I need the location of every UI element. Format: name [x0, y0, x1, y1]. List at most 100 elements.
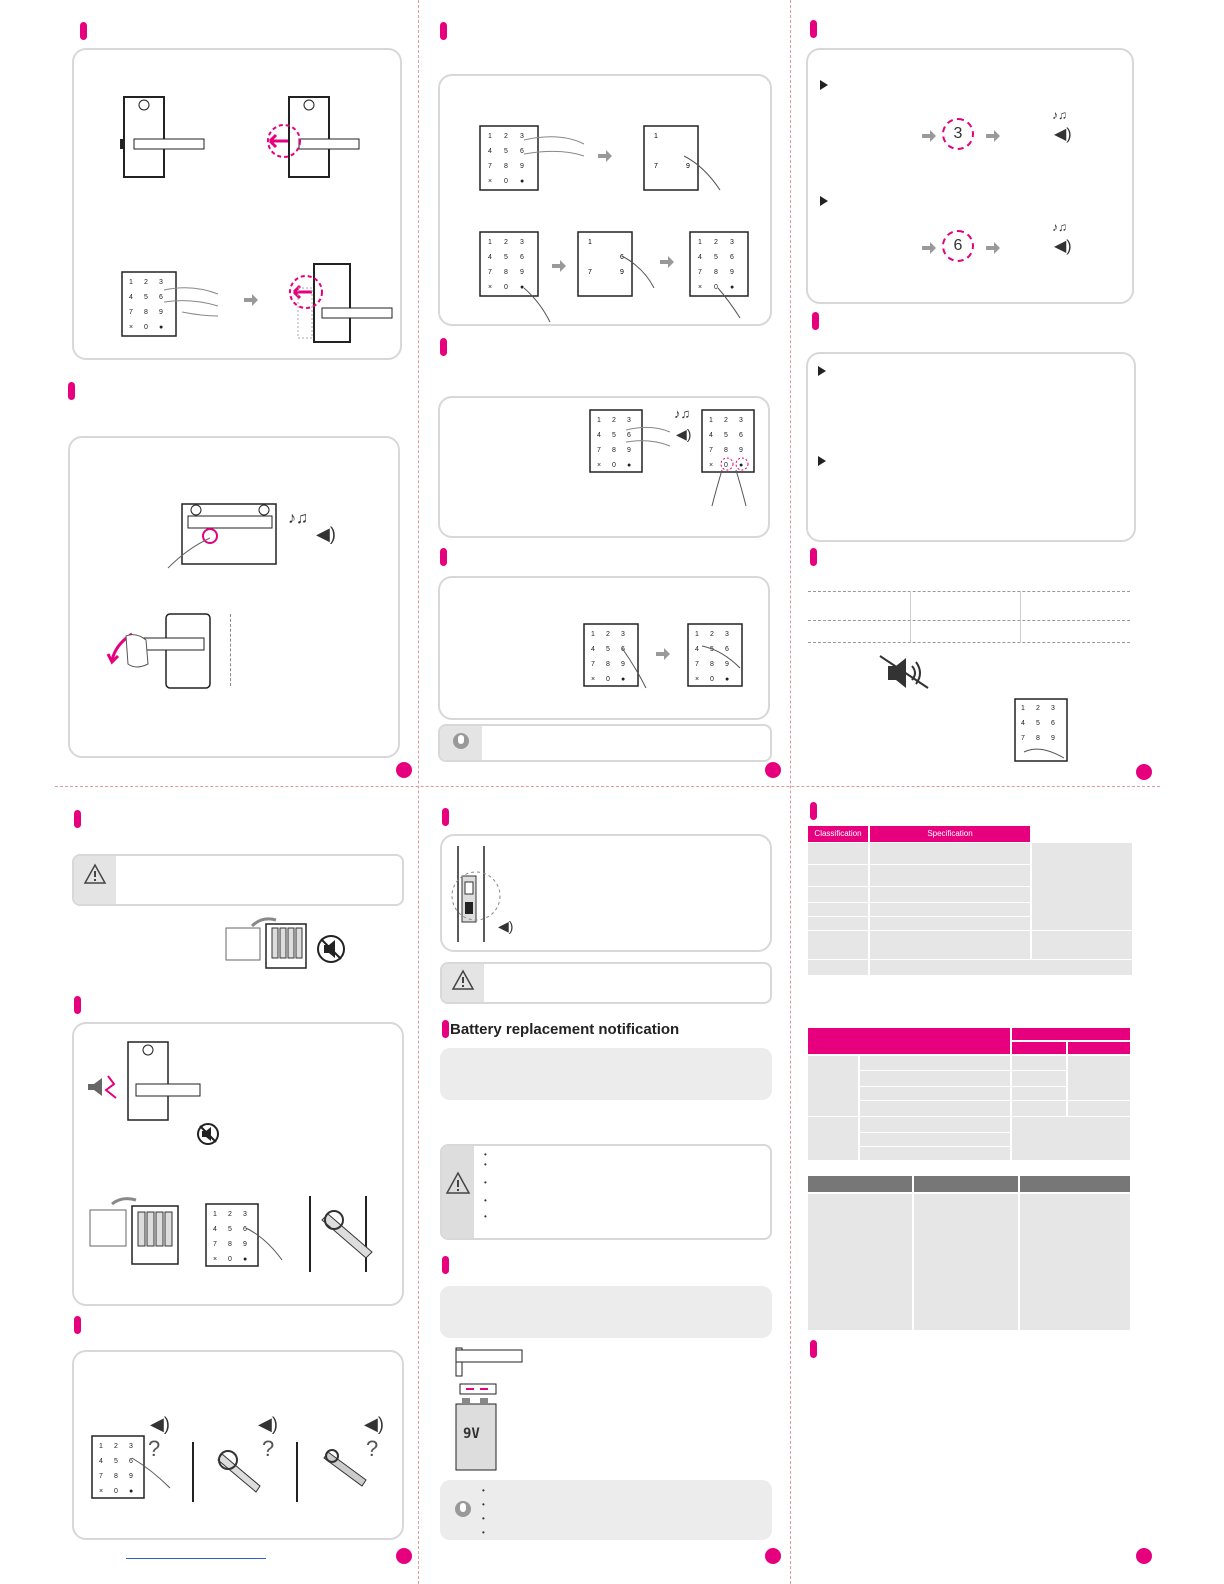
svg-text:9: 9: [243, 1241, 247, 1248]
svg-text:6: 6: [739, 432, 743, 439]
svg-text:9: 9: [520, 269, 524, 276]
section-marker: [440, 338, 447, 356]
website-link-underline[interactable]: [126, 1558, 266, 1559]
speaker-icon: ◀): [498, 918, 514, 934]
svg-text:8: 8: [228, 1241, 232, 1248]
table-row-line: [860, 1132, 1010, 1133]
table2-header-sub: [1012, 1042, 1066, 1054]
svg-text:9: 9: [739, 447, 743, 454]
mute-speaker-icon: [879, 655, 929, 689]
svg-text:8: 8: [724, 447, 728, 454]
section-marker: [440, 548, 447, 566]
svg-text:2: 2: [612, 417, 616, 424]
svg-text:0: 0: [144, 324, 148, 331]
section-marker: [810, 1340, 817, 1358]
svg-text:1: 1: [1021, 705, 1025, 712]
microphone-icon: [453, 733, 469, 749]
svg-text:●: ●: [159, 324, 163, 331]
card-key-question-illustration: [217, 1450, 261, 1493]
svg-text:1: 1: [213, 1211, 217, 1218]
warning-icon: [83, 863, 107, 884]
svg-text:7: 7: [488, 163, 492, 170]
table-column-divider: [868, 843, 870, 975]
svg-text:2: 2: [714, 239, 718, 246]
arrow-icon: [660, 256, 674, 268]
svg-text:5: 5: [714, 254, 718, 261]
key-fob-question-illustration: [323, 1449, 367, 1487]
table-row-line: [860, 1070, 1066, 1071]
table-rule: [808, 620, 1130, 621]
illustration-box: 3 ♪♫ ◀) 6 ♪♫ ◀): [806, 48, 1134, 304]
svg-text:1: 1: [129, 279, 133, 286]
page-number-dot: [765, 1548, 781, 1564]
fold-line-vertical-2: [790, 0, 791, 1584]
note-box: [438, 724, 772, 762]
table3-header: [914, 1176, 1018, 1192]
table-column-divider: [1018, 1194, 1020, 1330]
svg-text:0: 0: [714, 284, 718, 291]
table-header-specification: Specification: [870, 826, 1030, 842]
music-note-icon: ♪♫: [1052, 220, 1067, 234]
table-row-line: [860, 1086, 1066, 1087]
warning-box: • • • • •: [440, 1144, 772, 1240]
latch-sensor-illustration: [451, 846, 501, 942]
table2-body: [808, 1056, 1130, 1160]
speaker-icon: ◀): [364, 1414, 384, 1434]
svg-text:×: ×: [213, 1256, 217, 1263]
table-divider: [1020, 591, 1021, 642]
svg-text:7: 7: [588, 269, 592, 276]
svg-text:6: 6: [243, 1226, 247, 1233]
arrow-icon: [598, 150, 612, 162]
svg-text:0: 0: [228, 1256, 232, 1263]
svg-text:6: 6: [520, 148, 524, 155]
svg-text:9: 9: [1051, 735, 1055, 742]
table-body: [808, 843, 1132, 975]
svg-text:5: 5: [606, 646, 610, 653]
section-marker: [810, 20, 817, 38]
table-divider: [910, 591, 911, 642]
svg-text:0: 0: [504, 178, 508, 185]
svg-text:5: 5: [710, 646, 714, 653]
svg-text:4: 4: [1021, 720, 1025, 727]
count-circle: 3: [942, 118, 974, 150]
svg-text:2: 2: [710, 631, 714, 638]
svg-text:8: 8: [504, 269, 508, 276]
bullet: •: [484, 1160, 487, 1169]
question-mark: ?: [148, 1436, 161, 1461]
warning-box: [440, 962, 772, 1004]
svg-text:2: 2: [504, 133, 508, 140]
handle-rotate-illustration: [106, 613, 211, 689]
table-row-line: [808, 1116, 1130, 1117]
table2-header-group: [1012, 1028, 1130, 1040]
nine-volt-battery-illustration: [455, 1347, 523, 1471]
svg-text:2: 2: [504, 239, 508, 246]
speaker-icon: ◀): [316, 524, 336, 544]
svg-text:3: 3: [1051, 705, 1055, 712]
speaker-icon: ◀): [676, 426, 692, 442]
section-marker: [810, 548, 817, 566]
register-button-illustration: [167, 503, 277, 569]
warning-icon: [445, 1171, 471, 1194]
svg-text:×: ×: [698, 284, 702, 291]
question-mark: ?: [262, 1436, 275, 1461]
svg-text:●: ●: [730, 284, 734, 291]
divider: [192, 1442, 194, 1502]
svg-text:4: 4: [129, 294, 133, 301]
table-rule: [808, 591, 1130, 592]
svg-text:8: 8: [606, 661, 610, 668]
svg-text:7: 7: [99, 1473, 103, 1480]
svg-text:3: 3: [730, 239, 734, 246]
svg-text:2: 2: [114, 1443, 118, 1450]
svg-text:8: 8: [504, 163, 508, 170]
nine-volt-label: 9V: [463, 1426, 480, 1442]
battery-pack-illustration: [89, 1197, 179, 1265]
svg-text:0: 0: [724, 462, 728, 469]
door-alarm-illustration: [88, 1041, 201, 1121]
svg-text:1: 1: [698, 239, 702, 246]
svg-text:7: 7: [597, 447, 601, 454]
svg-text:7: 7: [698, 269, 702, 276]
